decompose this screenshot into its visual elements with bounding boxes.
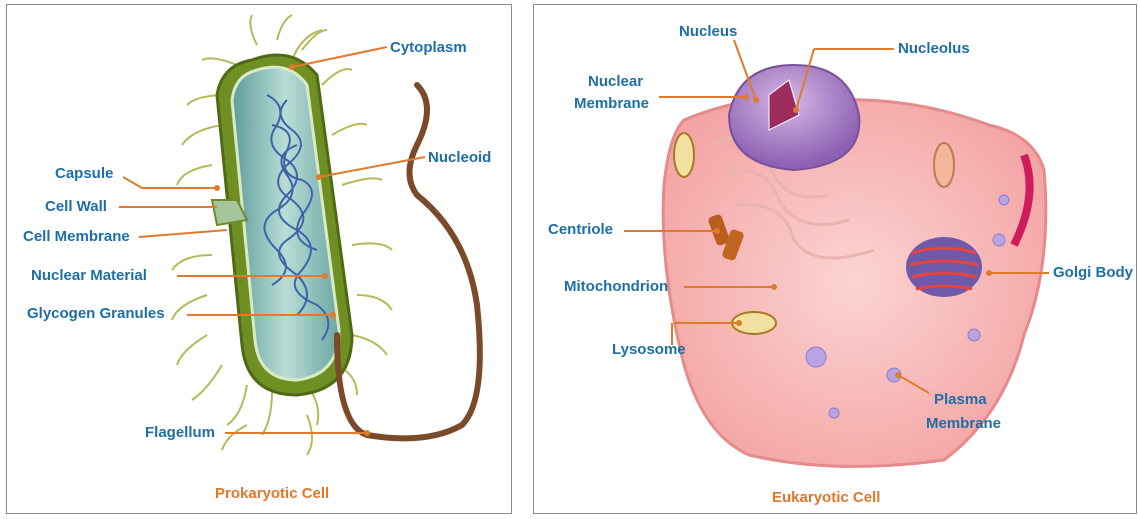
- label-nuclear-membrane-line2: Membrane: [574, 95, 649, 113]
- caption-prokaryotic: Prokaryotic Cell: [215, 485, 329, 502]
- label-nucleolus: Nucleolus: [898, 40, 970, 58]
- label-glycogen-granules: Glycogen Granules: [27, 305, 165, 323]
- caption-eukaryotic: Eukaryotic Cell: [772, 489, 880, 506]
- label-flagellum: Flagellum: [145, 424, 215, 442]
- prokaryotic-cell-illustration: [7, 5, 512, 514]
- label-cell-membrane: Cell Membrane: [23, 228, 130, 246]
- label-golgi-body: Golgi Body: [1053, 264, 1133, 282]
- label-capsule: Capsule: [55, 165, 113, 183]
- label-plasma-membrane-line2: Membrane: [926, 415, 1001, 433]
- label-mitochondrion: Mitochondrion: [564, 278, 668, 296]
- label-cell-wall: Cell Wall: [45, 198, 107, 216]
- cell-body: [663, 98, 1046, 467]
- label-nuclear-membrane-line1: Nuclear: [588, 73, 643, 91]
- flagellum-shape: [337, 85, 480, 438]
- golgi-shape: [906, 237, 982, 297]
- label-nuclear-material: Nuclear Material: [31, 267, 147, 285]
- label-cytoplasm: Cytoplasm: [390, 39, 467, 57]
- label-plasma-membrane-line1: Plasma: [934, 391, 987, 409]
- eukaryotic-panel: Nucleus Nucleolus Nuclear Membrane Centr…: [533, 4, 1137, 514]
- label-nucleoid: Nucleoid: [428, 149, 491, 167]
- label-lysosome: Lysosome: [612, 341, 686, 359]
- label-centriole: Centriole: [548, 221, 613, 239]
- label-nucleus: Nucleus: [679, 23, 737, 41]
- prokaryotic-panel: Cytoplasm Nucleoid Capsule Cell Wall Cel…: [6, 4, 512, 514]
